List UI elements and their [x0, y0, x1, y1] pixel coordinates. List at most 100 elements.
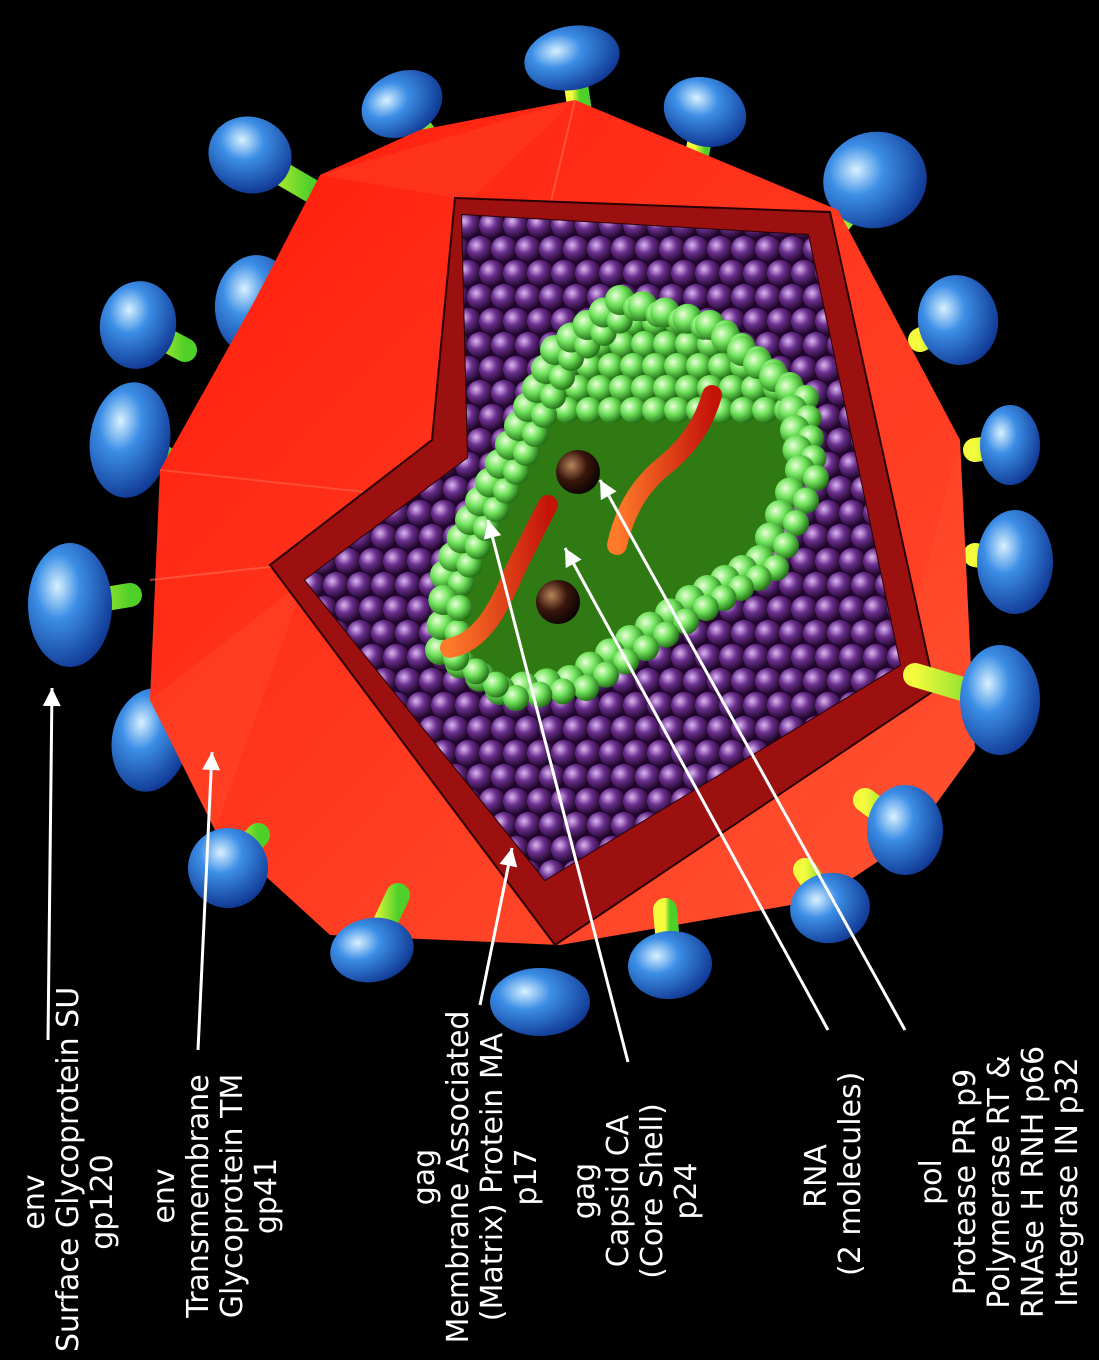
matrix-sphere: [575, 740, 601, 766]
matrix-sphere: [479, 308, 505, 334]
matrix-sphere: [599, 740, 625, 766]
matrix-sphere: [695, 740, 721, 766]
label-line: RNA: [800, 1076, 834, 1276]
matrix-sphere: [827, 476, 853, 502]
matrix-sphere: [383, 596, 409, 622]
label-capsid: gag Capsid CA (Core Shell) p24: [568, 1066, 704, 1316]
matrix-sphere: [551, 260, 577, 286]
matrix-sphere: [815, 596, 841, 622]
label-line: gag: [568, 1066, 602, 1316]
matrix-sphere: [803, 620, 829, 646]
label-line: Protease PR p9: [949, 1032, 983, 1332]
matrix-sphere: [515, 812, 541, 838]
matrix-sphere: [659, 668, 685, 694]
label-line: gp41: [250, 1056, 284, 1336]
matrix-sphere: [695, 260, 721, 286]
matrix-sphere: [767, 308, 793, 334]
label-matrix-protein: gag Membrane Associated (Matrix) Protein…: [408, 1002, 544, 1352]
matrix-sphere: [743, 692, 769, 718]
matrix-sphere: [755, 620, 781, 646]
matrix-sphere: [491, 332, 517, 358]
matrix-sphere: [395, 620, 421, 646]
matrix-sphere: [791, 260, 817, 286]
label-line: gp120: [86, 1052, 120, 1352]
matrix-sphere: [503, 308, 529, 334]
matrix-sphere: [563, 716, 589, 742]
matrix-sphere: [479, 404, 505, 430]
matrix-sphere: [491, 236, 517, 262]
matrix-sphere: [587, 236, 613, 262]
label-line: (Matrix) Protein MA: [476, 1002, 510, 1352]
matrix-sphere: [791, 308, 817, 334]
spike-head: [625, 927, 715, 1002]
matrix-sphere: [707, 284, 733, 310]
label-transmembrane-glycoprotein: env Transmembrane Glycoprotein TM gp41: [148, 1056, 284, 1336]
matrix-sphere: [839, 548, 865, 574]
matrix-sphere: [803, 332, 829, 358]
matrix-sphere: [563, 236, 589, 262]
matrix-sphere: [587, 716, 613, 742]
capsid-sphere: [773, 533, 799, 559]
matrix-sphere: [887, 884, 913, 910]
matrix-sphere: [827, 524, 853, 550]
matrix-sphere: [431, 692, 457, 718]
matrix-sphere: [527, 260, 553, 286]
matrix-sphere: [743, 596, 769, 622]
matrix-sphere: [755, 284, 781, 310]
matrix-sphere: [791, 644, 817, 670]
matrix-sphere: [827, 572, 853, 598]
matrix-sphere: [791, 596, 817, 622]
label-line: RNAse H RNH p66: [1017, 1032, 1051, 1332]
matrix-sphere: [647, 740, 673, 766]
matrix-sphere: [359, 596, 385, 622]
matrix-sphere: [563, 284, 589, 310]
matrix-sphere: [863, 644, 889, 670]
matrix-sphere: [623, 740, 649, 766]
matrix-sphere: [647, 260, 673, 286]
label-line: p24: [670, 1066, 704, 1316]
matrix-sphere: [527, 308, 553, 334]
matrix-sphere: [431, 500, 457, 526]
matrix-sphere: [779, 620, 805, 646]
matrix-sphere: [479, 740, 505, 766]
matrix-sphere: [395, 524, 421, 550]
matrix-sphere: [767, 644, 793, 670]
matrix-sphere: [671, 260, 697, 286]
matrix-sphere: [707, 236, 733, 262]
label-line: Integrase IN p32: [1051, 1032, 1085, 1332]
spike-head: [28, 543, 112, 667]
label-pol-enzymes: pol Protease PR p9 Polymerase RT & RNAse…: [915, 1032, 1085, 1332]
matrix-sphere: [671, 692, 697, 718]
label-line: env: [18, 1052, 52, 1352]
matrix-sphere: [779, 668, 805, 694]
enzyme-complex-2: [556, 450, 600, 494]
matrix-sphere: [491, 716, 517, 742]
pointer-arrowhead: [43, 688, 61, 706]
matrix-sphere: [539, 812, 565, 838]
enzyme-complex-1: [536, 580, 580, 624]
matrix-sphere: [599, 692, 625, 718]
label-line: Surface Glycoprotein SU: [52, 1052, 86, 1352]
matrix-sphere: [515, 332, 541, 358]
matrix-sphere: [767, 260, 793, 286]
matrix-sphere: [755, 668, 781, 694]
label-line: Membrane Associated: [442, 1002, 476, 1352]
matrix-sphere: [395, 572, 421, 598]
matrix-sphere: [419, 668, 445, 694]
matrix-sphere: [515, 764, 541, 790]
matrix-sphere: [467, 428, 493, 454]
matrix-sphere: [839, 500, 865, 526]
matrix-sphere: [839, 644, 865, 670]
label-line: (2 molecules): [834, 1076, 868, 1276]
capsid-sphere: [783, 510, 809, 536]
matrix-sphere: [743, 308, 769, 334]
capsid-sphere: [793, 488, 819, 514]
matrix-sphere: [455, 740, 481, 766]
matrix-sphere: [707, 716, 733, 742]
spike-head: [519, 18, 625, 98]
spike-head: [911, 269, 1005, 372]
matrix-sphere: [539, 284, 565, 310]
matrix-sphere: [467, 236, 493, 262]
matrix-sphere: [383, 548, 409, 574]
matrix-sphere: [611, 764, 637, 790]
